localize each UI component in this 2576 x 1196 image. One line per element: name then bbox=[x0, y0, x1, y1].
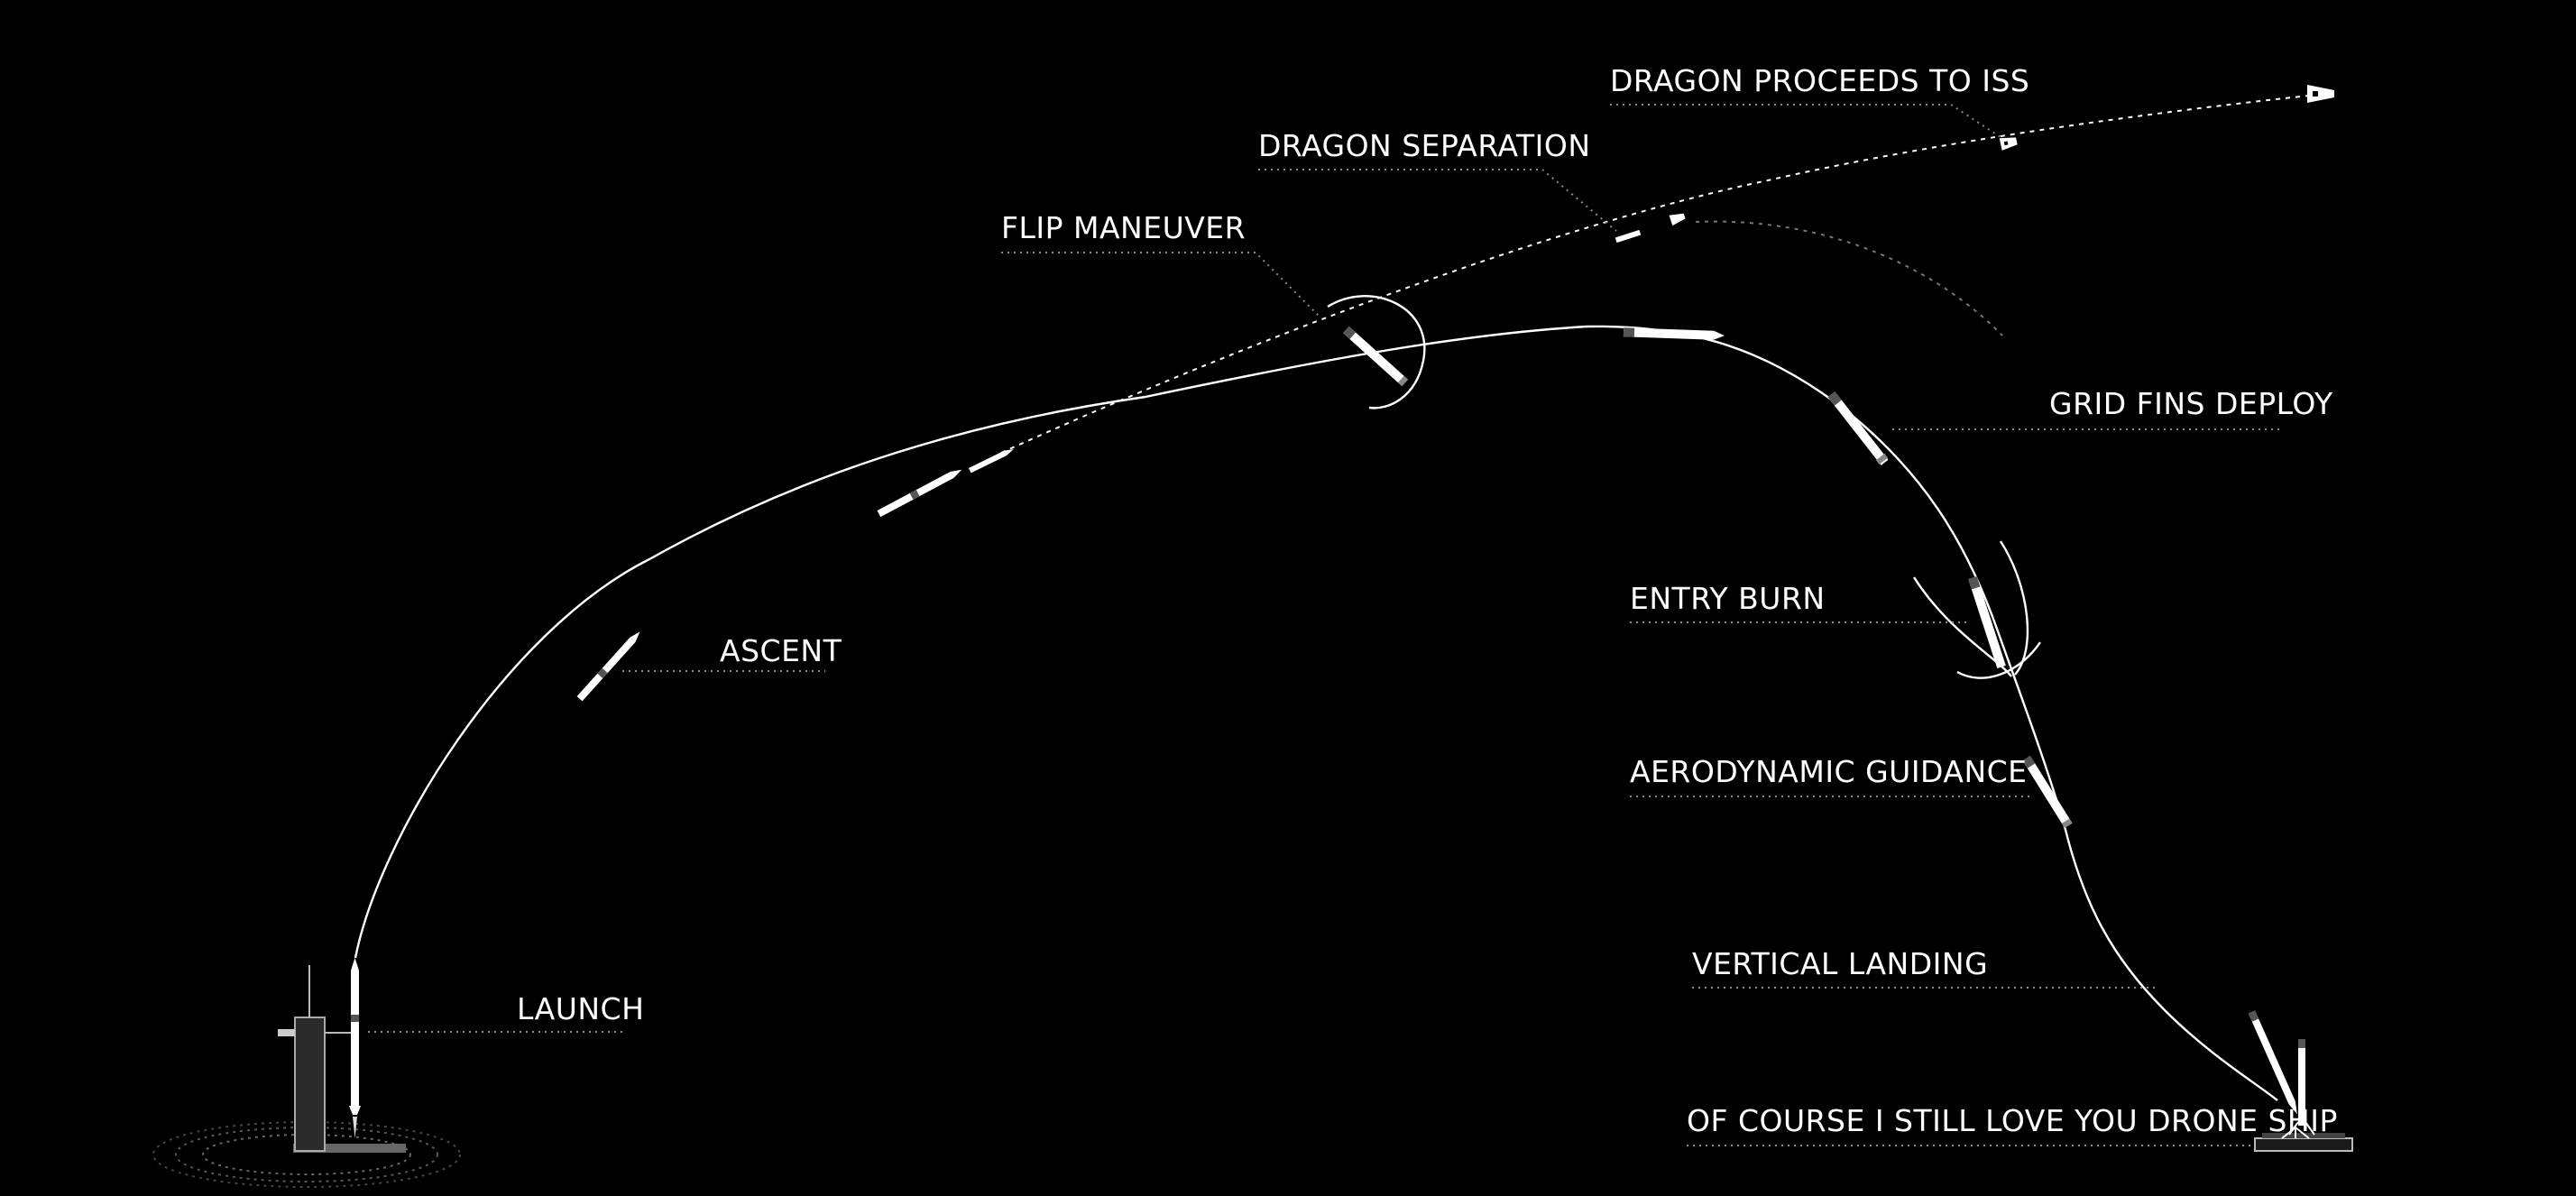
label-dragon-proceeds-text: DRAGON PROCEEDS TO ISS bbox=[1610, 63, 2029, 98]
ascent-trajectory bbox=[354, 325, 1588, 959]
dragon-capsule-3 bbox=[1999, 137, 2018, 151]
label-grid-fins: GRID FINS DEPLOY bbox=[1892, 386, 2333, 430]
booster-grid-fins bbox=[1827, 391, 1889, 465]
label-dragon-proceeds: DRAGON PROCEEDS TO ISS bbox=[1610, 63, 2029, 138]
label-entry-burn: ENTRY BURN bbox=[1630, 581, 1966, 623]
label-launch-text: LAUNCH bbox=[517, 991, 644, 1026]
rocket-ascent-3 bbox=[968, 448, 1014, 474]
label-aero-guidance: AERODYNAMIC GUIDANCE bbox=[1630, 754, 2029, 797]
booster-return-trajectory bbox=[1587, 325, 2278, 1101]
label-ascent: ASCENT bbox=[622, 633, 842, 672]
label-vertical-landing: VERTICAL LANDING bbox=[1692, 946, 2157, 989]
label-dragon-separation: DRAGON SEPARATION bbox=[1258, 128, 1617, 232]
label-grid-fins-text: GRID FINS DEPLOY bbox=[2049, 386, 2333, 421]
label-ascent-text: ASCENT bbox=[720, 633, 842, 668]
dragon-capsule-1 bbox=[1615, 229, 1642, 244]
drone-ship bbox=[2254, 1127, 2353, 1152]
booster-apex bbox=[1623, 327, 1725, 340]
entry-burn-marker bbox=[1912, 540, 2041, 679]
label-drone-ship: OF COURSE I STILL LOVE YOU DRONE SHIP bbox=[1687, 1103, 2338, 1146]
label-flip-maneuver: FLIP MANEUVER bbox=[1001, 210, 1320, 317]
label-aero-guidance-text: AERODYNAMIC GUIDANCE bbox=[1630, 754, 2028, 789]
flip-maneuver-marker bbox=[1327, 295, 1426, 409]
label-vertical-landing-text: VERTICAL LANDING bbox=[1692, 946, 1988, 981]
booster-landing bbox=[2248, 1010, 2297, 1115]
booster-landed bbox=[2288, 1039, 2315, 1136]
dragon-capsule-2 bbox=[1669, 213, 1686, 226]
label-dragon-separation-text: DRAGON SEPARATION bbox=[1258, 128, 1591, 163]
dragon-capsule-iss bbox=[2307, 85, 2334, 103]
rocket-ascent-1 bbox=[576, 631, 640, 702]
booster-aero-guidance bbox=[2022, 756, 2073, 828]
label-entry-burn-text: ENTRY BURN bbox=[1630, 581, 1826, 616]
rocket-ascent-2 bbox=[877, 469, 962, 518]
launch-pad bbox=[152, 965, 461, 1188]
label-drone-ship-text: OF COURSE I STILL LOVE YOU DRONE SHIP bbox=[1687, 1103, 2338, 1138]
stage-two-arc bbox=[1695, 220, 2003, 336]
label-launch: LAUNCH bbox=[368, 991, 644, 1033]
label-flip-maneuver-text: FLIP MANEUVER bbox=[1001, 210, 1246, 245]
rocket-on-pad bbox=[349, 958, 361, 1138]
